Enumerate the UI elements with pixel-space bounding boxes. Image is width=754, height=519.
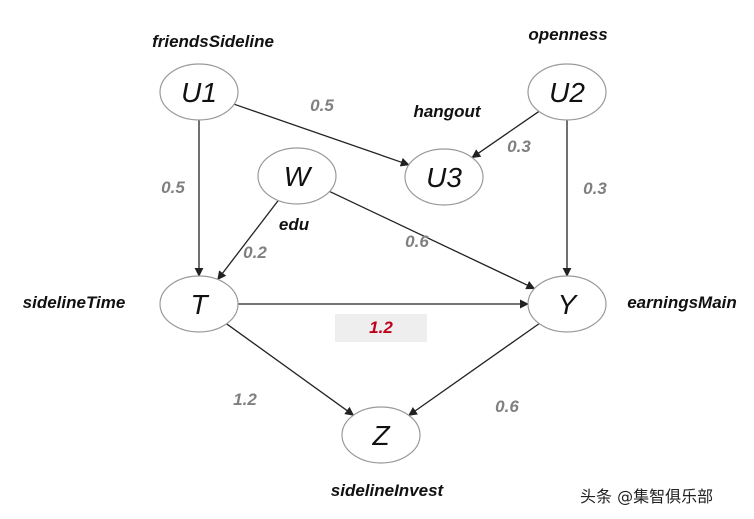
node-caption-u3: hangout — [413, 102, 481, 121]
node-caption-y: earningsMain — [627, 293, 737, 312]
node-ellipse-u3 — [404, 148, 484, 206]
edge-u1-u3 — [233, 103, 410, 167]
edge-y-z — [408, 323, 540, 416]
edge-weight-t-y: 1.2 — [369, 318, 393, 337]
node-u1: U1 — [159, 63, 239, 121]
node-t: T — [159, 275, 239, 333]
node-u3: U3 — [404, 148, 484, 206]
edge-weight-u1-u3: 0.5 — [310, 96, 334, 115]
node-label-u3: U3 — [426, 162, 462, 193]
node-ellipse-u2 — [527, 63, 607, 121]
node-caption-u2: openness — [528, 25, 607, 44]
node-label-w: W — [284, 161, 313, 192]
node-caption-w: edu — [279, 215, 310, 234]
node-caption-u1: friendsSideline — [152, 32, 274, 51]
node-caption-t: sidelineTime — [23, 293, 126, 312]
edge-weight-y-z: 0.6 — [495, 397, 519, 416]
node-label-t: T — [190, 289, 209, 320]
node-ellipse-u1 — [159, 63, 239, 121]
node-label-y: Y — [558, 289, 579, 320]
node-y: Y — [527, 275, 607, 333]
labels-layer: 0.5 0.3 0.5 0.3 0.2 0.6 1.2 1.2 0.6 friendsSideli… — [23, 25, 737, 500]
edge-weight-w-y: 0.6 — [405, 232, 429, 251]
node-ellipse-z — [341, 406, 421, 464]
edge-weight-t-z: 1.2 — [233, 390, 257, 409]
weight-highlight-box — [335, 314, 427, 342]
node-label-u2: U2 — [549, 77, 585, 108]
node-label-z: Z — [371, 420, 390, 451]
node-ellipse-t — [159, 275, 239, 333]
watermark-text: 头条 @集智俱乐部 — [580, 487, 714, 506]
edge-weight-u2-u3: 0.3 — [507, 137, 531, 156]
node-label-u1: U1 — [181, 77, 217, 108]
edge-weight-u1-t: 0.5 — [161, 178, 185, 197]
node-u2: U2 — [527, 63, 607, 121]
edge-u2-u3 — [471, 110, 540, 159]
edge-w-t — [217, 200, 279, 281]
node-caption-z: sidelineInvest — [331, 481, 445, 500]
edges-layer — [194, 103, 572, 416]
node-ellipse-y — [527, 275, 607, 333]
edge-weight-w-t: 0.2 — [243, 243, 267, 262]
node-ellipse-w — [257, 147, 337, 205]
edge-t-z — [226, 323, 355, 416]
node-w: W — [257, 147, 337, 205]
node-z: Z — [341, 406, 421, 464]
edge-weight-u2-y: 0.3 — [583, 179, 607, 198]
edge-w-y — [329, 190, 536, 290]
